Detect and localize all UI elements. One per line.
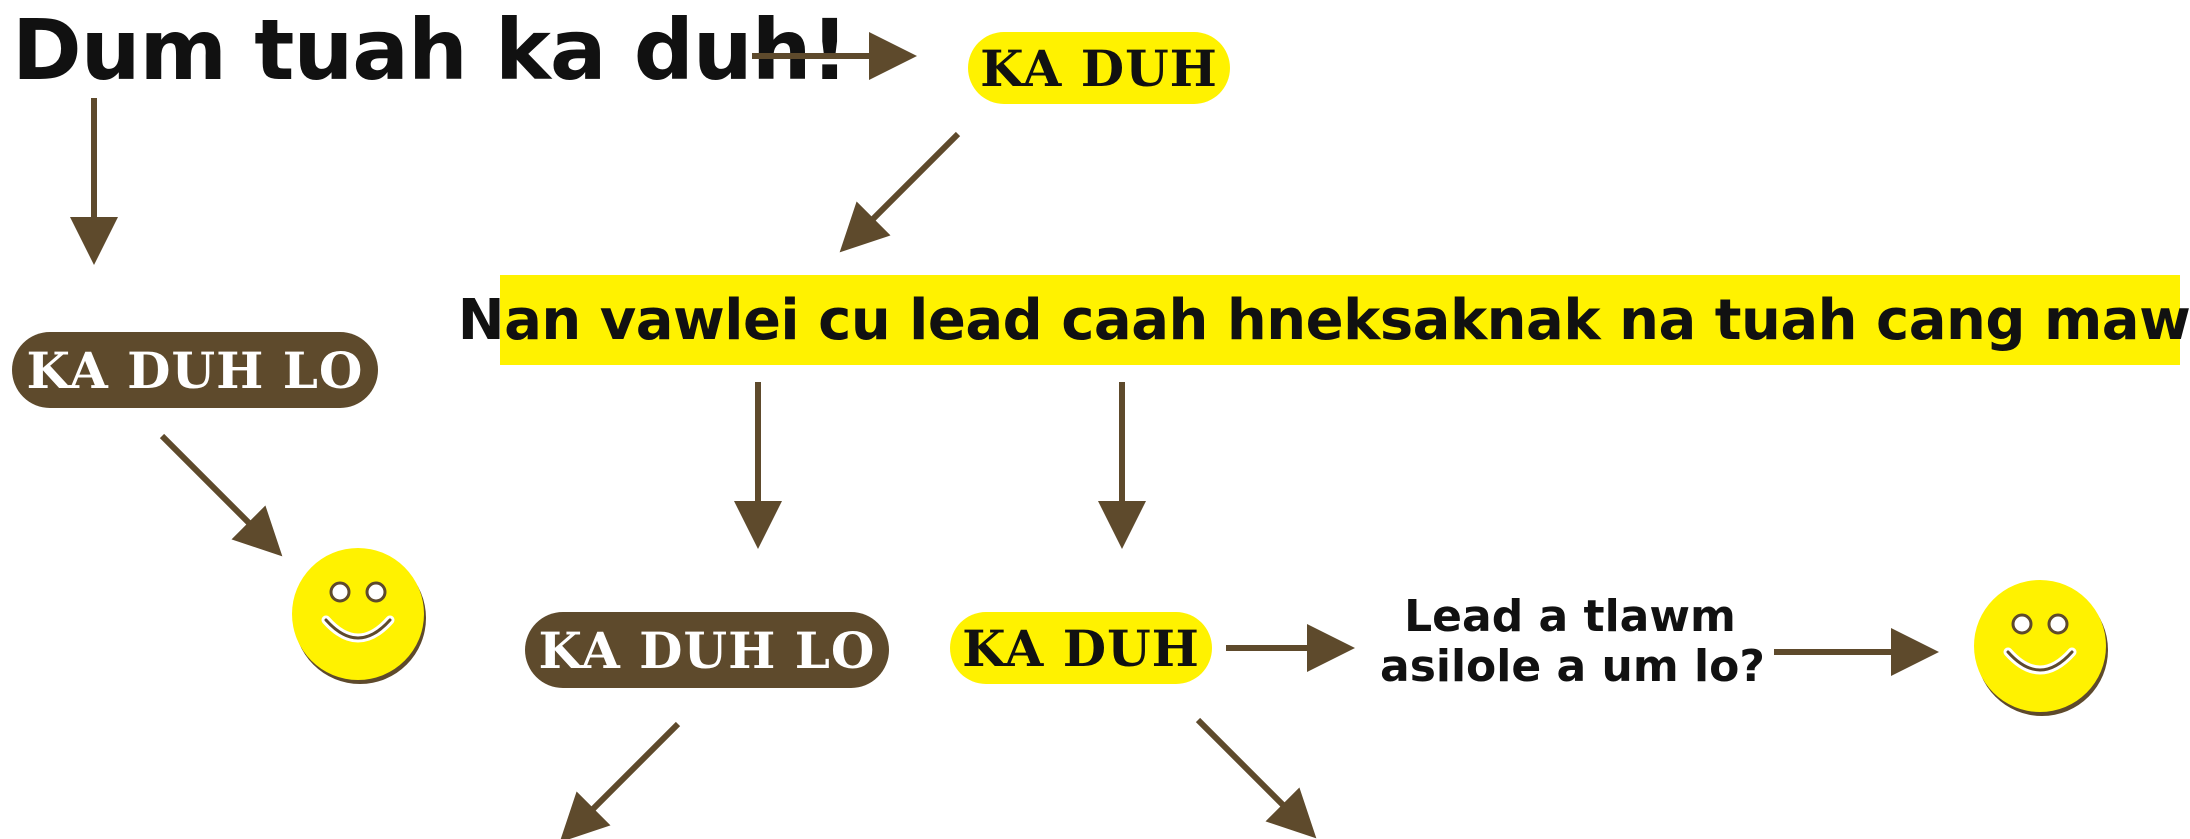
ka-duh-lo-mid-label: KA DUH LO bbox=[538, 620, 876, 680]
ka-duh-top-node: KA DUH bbox=[968, 32, 1230, 104]
arrow-kaduh-to-question bbox=[839, 131, 961, 253]
ka-duh-lo-mid-node: KA DUH LO bbox=[525, 612, 889, 688]
ka-duh-lo-left-label: KA DUH LO bbox=[26, 340, 364, 400]
ka-duh-mid-label: KA DUH bbox=[962, 618, 1200, 678]
page-title: Dum tuah ka duh! bbox=[12, 1, 849, 99]
side-question-line2: asilole a um lo? bbox=[1380, 641, 1765, 692]
arrow-kaduhlo-down bbox=[559, 721, 681, 839]
ka-duh-mid-node: KA DUH bbox=[950, 612, 1212, 684]
smiley-icon bbox=[292, 548, 426, 684]
ka-duh-top-label: KA DUH bbox=[980, 38, 1218, 98]
ka-duh-lo-left-node: KA DUH LO bbox=[12, 332, 378, 408]
question-node: Nan vawlei cu lead caah hneksaknak na tu… bbox=[458, 275, 2190, 365]
arrow-kaduh-down bbox=[1195, 717, 1317, 839]
question-text: Nan vawlei cu lead caah hneksaknak na tu… bbox=[457, 287, 2190, 353]
side-question-line1: Lead a tlawm bbox=[1404, 591, 1736, 642]
side-question-node: Lead a tlawm asilole a um lo? bbox=[1380, 591, 1765, 692]
smiley-icon bbox=[1974, 580, 2108, 716]
arrow-kaduhlo-to-smiley bbox=[159, 433, 283, 557]
